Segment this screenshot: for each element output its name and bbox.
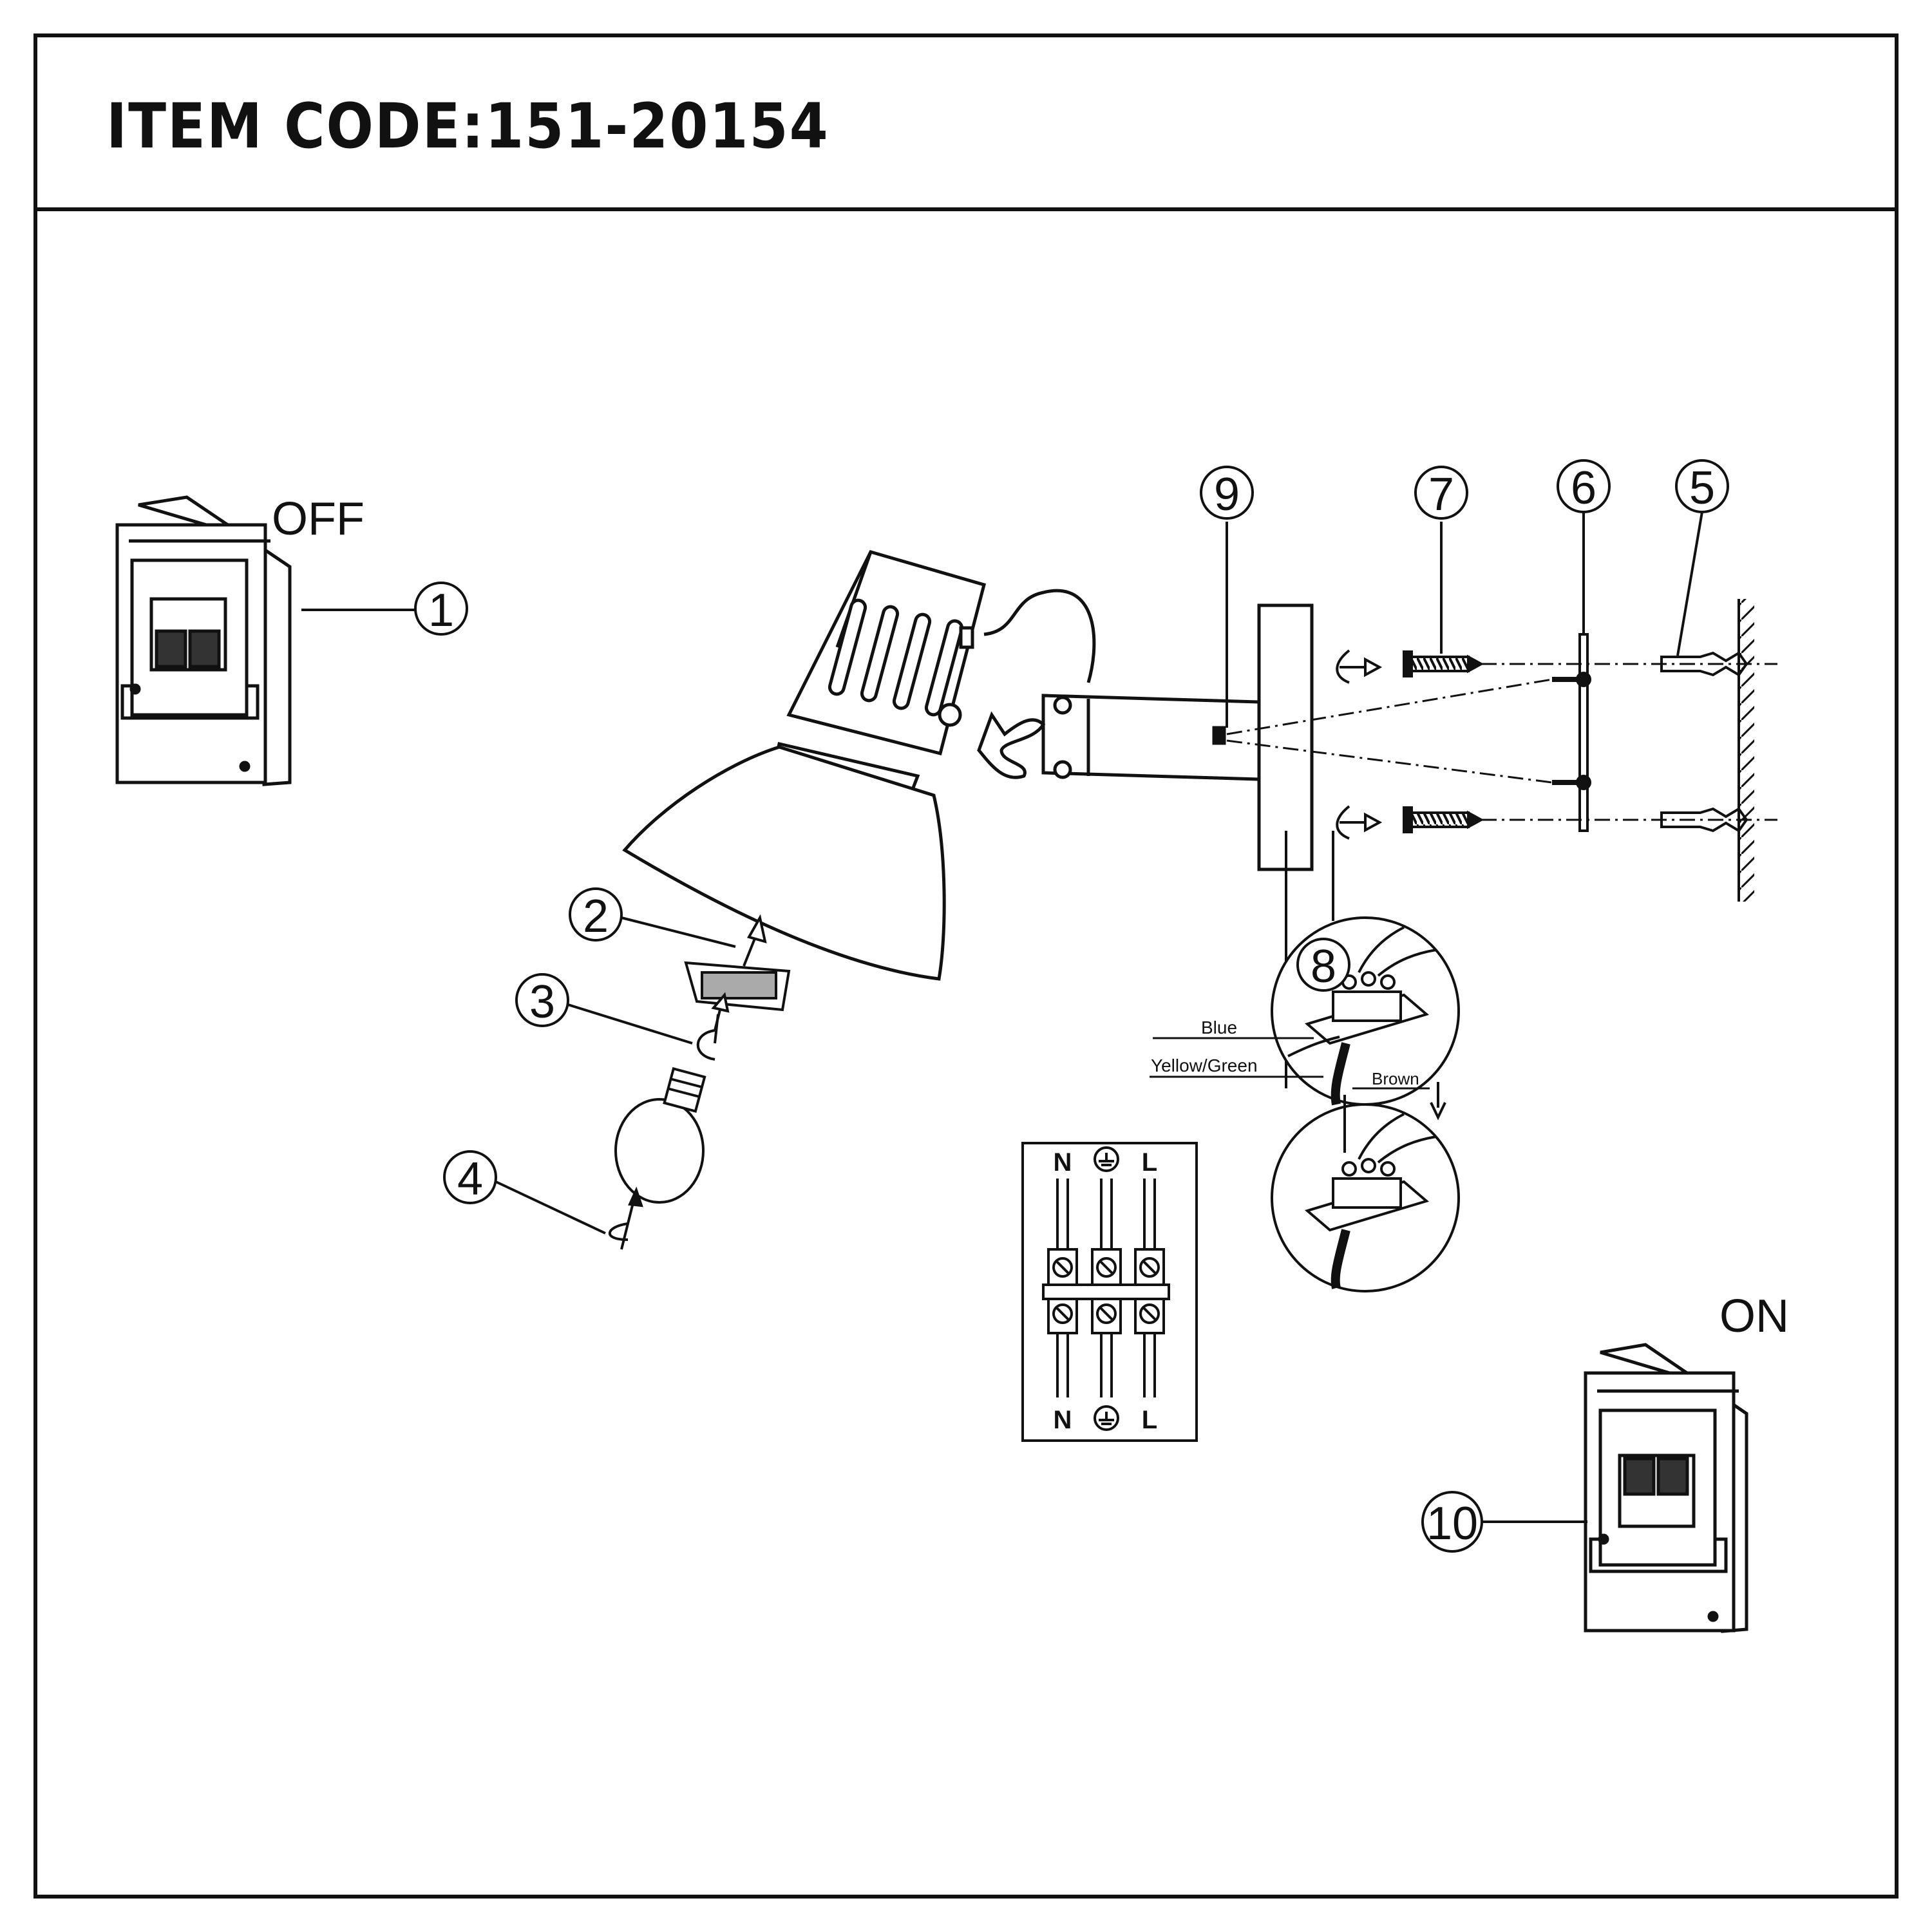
- wall-plugs: [1660, 651, 1748, 833]
- wall-mount-plate: [1212, 603, 1314, 871]
- callout-2-circle: [569, 887, 623, 942]
- callout-8: 8: [1311, 941, 1336, 992]
- item-code-title: ITEM CODE:151-20154: [106, 90, 829, 162]
- lamp-arm: [938, 694, 1261, 781]
- header-divider: [33, 207, 1899, 211]
- wall-switch-off: [115, 495, 292, 786]
- callout-4: 4: [457, 1153, 483, 1205]
- terminal-l-bottom: L: [1142, 1406, 1157, 1434]
- mounting-screws: [1403, 650, 1484, 833]
- callout-5: 5: [1689, 462, 1715, 514]
- callout-7-circle: [1414, 466, 1468, 520]
- terminal-l-top: L: [1142, 1148, 1157, 1177]
- wall-switch-on: [1584, 1343, 1748, 1633]
- callout-5-leader: [1676, 511, 1703, 656]
- callout-4-circle: [443, 1150, 497, 1204]
- bulb-rotate-icon: [608, 1186, 643, 1250]
- callout-6-circle: [1557, 459, 1611, 513]
- callout-9: 9: [1214, 469, 1240, 520]
- callout-10: 10: [1426, 1498, 1478, 1549]
- lamp-head: [622, 550, 1096, 981]
- callout-3-circle: [515, 973, 569, 1027]
- wall-hatched: [1738, 599, 1754, 902]
- wire-yellow-green-label: Yellow/Green: [1151, 1056, 1258, 1075]
- terminal-block-diagram: [1021, 1142, 1198, 1442]
- callout-5-circle: [1675, 459, 1729, 513]
- callout-3: 3: [529, 976, 555, 1028]
- light-bulb: [614, 1067, 706, 1204]
- callout-6: 6: [1571, 462, 1596, 514]
- callout-9-circle: [1200, 466, 1254, 520]
- callout-4-leader: [495, 1180, 606, 1235]
- screwdriver-rotate-icons: [1336, 649, 1383, 840]
- switch-on-label: ON: [1719, 1291, 1789, 1342]
- callout-2-leader: [621, 916, 736, 948]
- callout-3-leader: [567, 1003, 693, 1045]
- sheet-frame: [33, 33, 1899, 1899]
- callout-8-circle: [1296, 938, 1350, 992]
- alignment-guides: [1226, 663, 1777, 821]
- bulb-holder-ring: [696, 1014, 719, 1061]
- terminal-n-bottom: N: [1054, 1406, 1072, 1434]
- wiring-detail: [1271, 831, 1460, 1293]
- wire-blue-label: Blue: [1201, 1018, 1237, 1037]
- up-arrows: [711, 914, 767, 1031]
- switch-off-label: OFF: [272, 493, 365, 545]
- terminal-n-top: N: [1054, 1148, 1072, 1177]
- callout-10-circle: [1421, 1491, 1483, 1553]
- callout-1-circle: [414, 582, 468, 636]
- callout-2: 2: [583, 891, 609, 942]
- shade-ring: [684, 961, 791, 1012]
- callout-7: 7: [1428, 469, 1454, 520]
- wire-brown-label: Brown: [1372, 1069, 1419, 1088]
- callout-1: 1: [428, 585, 454, 636]
